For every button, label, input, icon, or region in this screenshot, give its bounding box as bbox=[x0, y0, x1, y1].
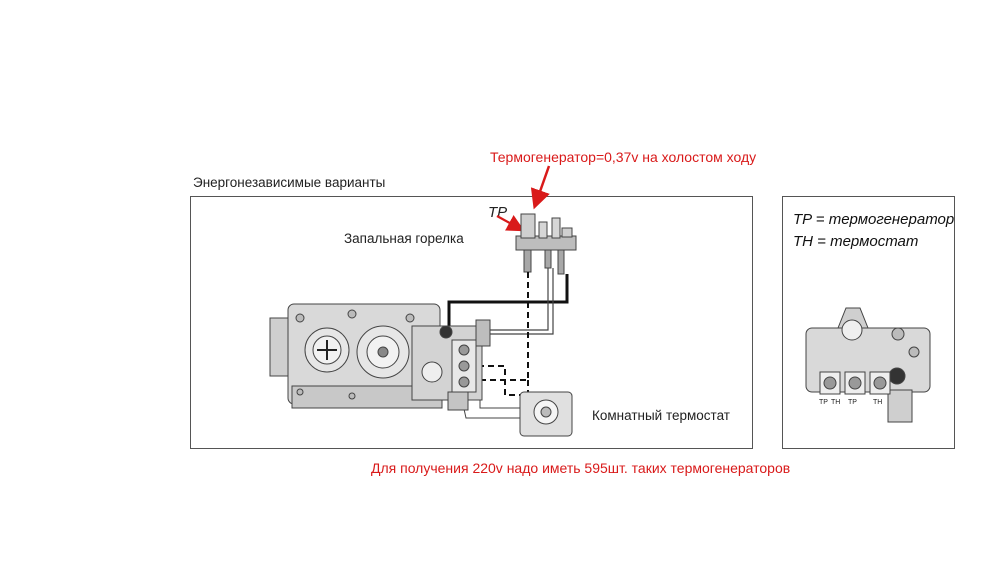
thermogenerator-count-note: Для получения 220v надо иметь 595шт. так… bbox=[371, 460, 791, 476]
legend-tp: TP = термогенератор bbox=[793, 211, 955, 228]
legend-terminal-label-2: TH bbox=[831, 399, 841, 406]
panel-title: Энергонезависимые варианты bbox=[193, 175, 386, 190]
legend-th: TH = термостат bbox=[793, 233, 919, 250]
voltage-arrow bbox=[530, 165, 551, 210]
legend-terminal-label-1: TP bbox=[819, 399, 828, 406]
pilot-burner-label: Запальная горелка bbox=[344, 231, 464, 246]
tp-label: TP bbox=[488, 204, 508, 221]
legend-valve-detail bbox=[805, 307, 931, 423]
tp-arrow bbox=[496, 215, 525, 232]
gas-valve bbox=[269, 303, 491, 411]
thermogenerator-voltage-note: Термогенератор=0,37v на холостом ходу bbox=[490, 149, 757, 165]
legend-terminal-label-3: TP bbox=[848, 399, 857, 406]
legend-frame bbox=[782, 196, 955, 449]
room-thermostat bbox=[519, 391, 573, 437]
room-thermostat-label: Комнатный термостат bbox=[592, 408, 730, 423]
legend-terminal-label-4: TH bbox=[873, 399, 883, 406]
pilot-burner bbox=[515, 213, 577, 275]
